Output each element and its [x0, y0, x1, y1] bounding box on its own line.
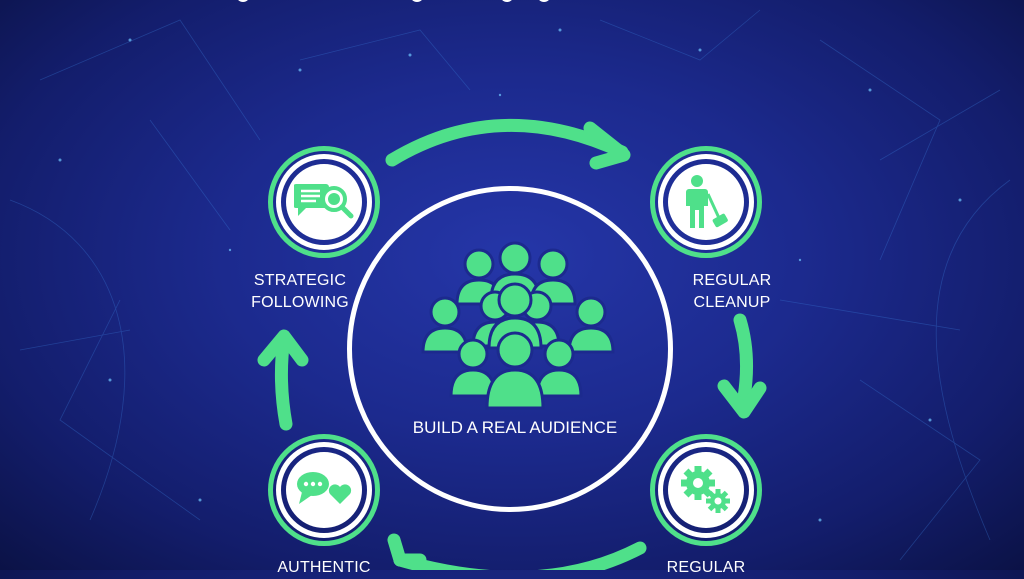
audience-group-icon [421, 241, 615, 410]
label-line1: AUTHENTIC [277, 559, 371, 576]
label-line2: CLEANUP [693, 294, 771, 311]
center-circle [347, 186, 673, 512]
label-strategic-following: STRATEGIC FOLLOWING [230, 270, 370, 314]
label-line1: REGULAR [666, 559, 746, 576]
node-regular-bottom [650, 434, 762, 546]
label-regular-bottom: REGULAR [646, 557, 766, 579]
arrow-top-right [385, 118, 629, 167]
node-authentic [268, 434, 380, 546]
label-line1: STRATEGIC [253, 272, 347, 289]
label-authentic: AUTHENTIC [254, 557, 394, 579]
chat-heart-icon [297, 472, 352, 504]
arrow-left-up [274, 331, 293, 431]
person-sweeping-icon [686, 175, 728, 228]
cut-off-title [0, 0, 1024, 4]
label-line1: REGULAR [692, 272, 772, 289]
arrow-bottom-left [393, 541, 647, 570]
label-regular-cleanup: REGULAR CLEANUP [662, 270, 802, 314]
center-title: BUILD A REAL AUDIENCE [412, 418, 618, 437]
label-line2: FOLLOWING [251, 294, 349, 311]
node-strategic-following [268, 146, 380, 258]
chat-search-icon [294, 184, 354, 219]
gears-icon [681, 466, 730, 513]
node-regular-cleanup [650, 146, 762, 258]
arrow-right-down [733, 313, 753, 415]
